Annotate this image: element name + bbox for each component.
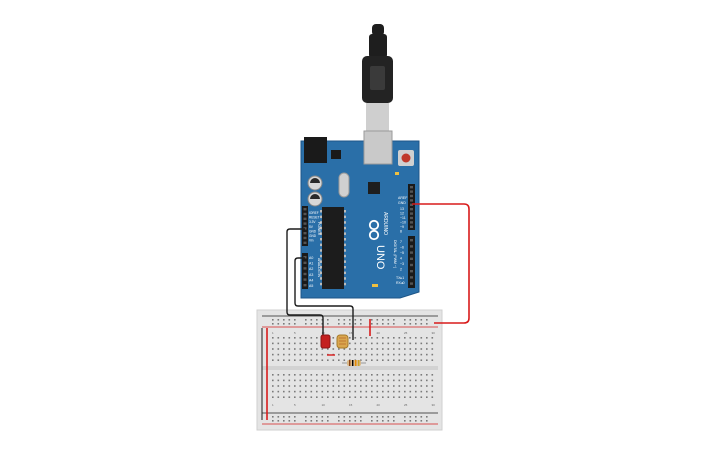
- digital-pin-label: ~10: [400, 221, 406, 225]
- column-number: 5: [294, 331, 296, 335]
- analog-pin-label: A0: [309, 256, 313, 260]
- photoresistor-body: [336, 334, 349, 349]
- usb-jack: [363, 130, 393, 165]
- power-header: [302, 206, 308, 246]
- dc-power-jack: [304, 137, 327, 163]
- voltage-regulator: [331, 150, 341, 159]
- usb-logo-area: [370, 66, 385, 90]
- digital-pin-label: ~6: [400, 246, 404, 250]
- board-led-l: [395, 172, 399, 175]
- column-number: 1: [272, 331, 274, 335]
- analog-header: [302, 253, 308, 289]
- digital-pin-label: 13: [400, 207, 404, 211]
- column-number: 15: [349, 403, 353, 407]
- led[interactable]: [320, 334, 335, 356]
- digital-pin-label: 12: [400, 212, 404, 216]
- analog-pin-label: A4: [309, 278, 313, 282]
- digital-pin-label: 8: [400, 230, 402, 234]
- column-number: 20: [377, 403, 381, 407]
- usb-chip: [368, 182, 380, 194]
- digital-pin-label: 7: [400, 240, 402, 244]
- digital-pin-label: 2: [400, 268, 402, 272]
- tx-label: TX▸1: [396, 276, 404, 280]
- gnd-label: GND: [398, 201, 406, 205]
- brand-text: ARDUINO: [382, 212, 388, 235]
- jumper-wires[interactable]: [261, 203, 470, 420]
- digital-pin-label: 4: [400, 257, 402, 261]
- resistor[interactable]: [342, 360, 366, 366]
- column-number: 25: [404, 331, 408, 335]
- cable-boot: [369, 34, 387, 58]
- reset-button-cap: [401, 153, 411, 163]
- model-text: UNO: [374, 245, 386, 270]
- board-led-power: [372, 284, 378, 287]
- power-pin-label: GND: [309, 234, 317, 238]
- digital-section-label: DIGITAL (PWM ~): [393, 240, 397, 268]
- resistor-body: [347, 360, 361, 366]
- power-section-label: POWER: [317, 222, 321, 236]
- digital-header-bottom: [408, 236, 415, 288]
- digital-pin-label: ~9: [400, 225, 404, 229]
- aref-label: AREF: [398, 196, 407, 200]
- power-pin-label: 5V: [309, 225, 314, 229]
- power-pin-label: IOREF: [309, 211, 319, 215]
- digital-pin-label: ~3: [400, 262, 404, 266]
- column-number: 15: [349, 331, 353, 335]
- column-number: 5: [294, 403, 296, 407]
- cable-strain-relief: [372, 24, 384, 36]
- atmega-chip: [322, 207, 344, 289]
- digital-pin-label: ~11: [400, 216, 406, 220]
- rx-label: RX◂0: [396, 281, 405, 285]
- black-wire-gnd[interactable]: [286, 228, 324, 343]
- power-pin-label: 3.3V: [309, 220, 316, 224]
- arduino-logo: [368, 219, 380, 241]
- analog-pin-label: A3: [309, 273, 313, 277]
- digital-header-top: [408, 184, 415, 230]
- usb-cable[interactable]: [362, 24, 393, 137]
- digital-pin-label: ~5: [400, 251, 404, 255]
- column-number: 10: [322, 403, 326, 407]
- usb-plug-metal: [366, 103, 389, 137]
- analog-pin-label: A2: [309, 267, 313, 271]
- resistor-bands: [349, 360, 360, 366]
- red-wire-power[interactable]: [412, 203, 470, 324]
- column-number: 1: [272, 403, 274, 407]
- power-pin-label: Vin: [309, 239, 314, 243]
- analog-pin-label: A1: [309, 262, 313, 266]
- led-body: [320, 334, 331, 349]
- power-pin-label: RESET: [309, 216, 320, 220]
- column-number: 30: [432, 403, 436, 407]
- digital-pin-holes: [410, 186, 413, 285]
- breadboard-holes: [272, 319, 434, 422]
- black-wire-a0[interactable]: [294, 257, 354, 340]
- atmega-pins: [320, 210, 346, 286]
- analog-section-label: ANALOG IN: [317, 258, 321, 278]
- photoresistor[interactable]: [336, 334, 349, 349]
- column-number: 25: [404, 403, 408, 407]
- crystal-oscillator: [338, 172, 350, 198]
- power-pin-label: GND: [309, 229, 317, 233]
- column-number: 20: [377, 331, 381, 335]
- analog-pin-label: A5: [309, 284, 313, 288]
- column-number: 30: [432, 331, 436, 335]
- center-channel: [262, 366, 438, 370]
